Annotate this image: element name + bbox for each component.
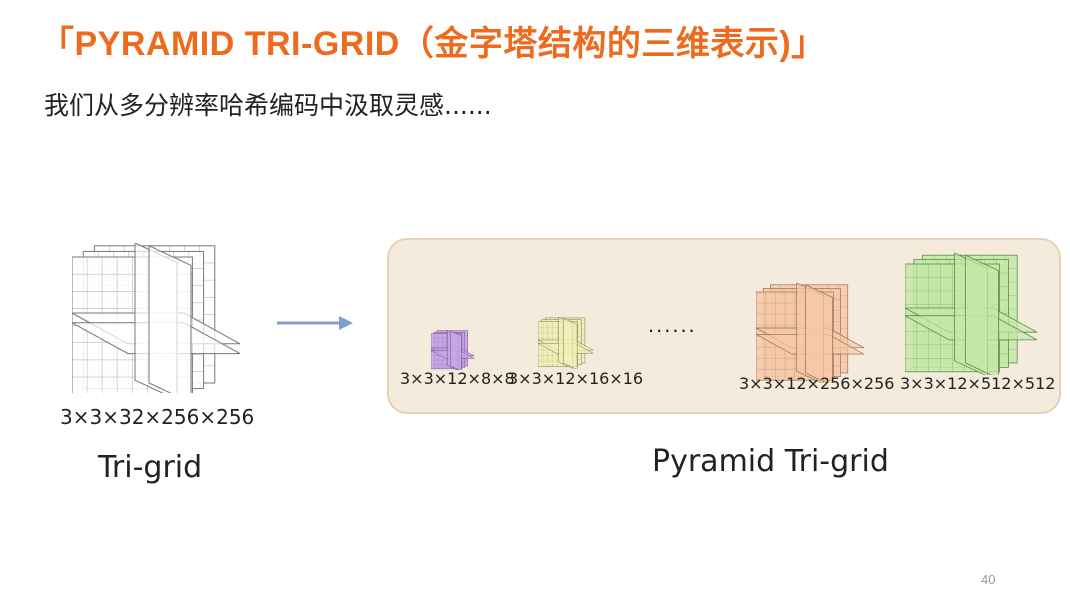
side-plane-2 — [450, 330, 462, 370]
pyramid-level-4-label: 3×3×12×512×512 — [900, 374, 1056, 393]
tri-grid-name: Tri-grid — [98, 450, 203, 485]
pyramid-level-3-label: 3×3×12×256×256 — [739, 374, 895, 393]
pyramid-level-3-figure — [756, 283, 865, 383]
slide-title: 「PYRAMID TRI-GRID（金字塔结构的三维表示)」 — [40, 25, 826, 63]
side-plane-2 — [805, 284, 833, 383]
side-plane-2 — [148, 245, 192, 393]
arrow-right-icon — [277, 316, 353, 330]
tri-grid-figure — [72, 243, 241, 393]
pyramid-level-2-figure — [538, 317, 594, 369]
ellipsis: ...... — [648, 312, 697, 337]
pyramid-level-2-label: 3×3×12×16×16 — [508, 369, 644, 388]
slide-subtitle: 我们从多分辨率哈希编码中汲取灵感...... — [44, 91, 492, 120]
side-plane-2 — [563, 317, 578, 369]
page-number: 40 — [981, 572, 996, 587]
side-plane-2 — [965, 254, 999, 375]
pyramid-level-1-figure — [431, 330, 475, 370]
pyramid-tri-grid-name: Pyramid Tri-grid — [652, 444, 889, 479]
tri-grid-dims-label: 3×3×32×256×256 — [60, 405, 255, 429]
pyramid-level-1-label: 3×3×12×8×8 — [400, 369, 515, 388]
pyramid-level-4-figure — [905, 253, 1038, 375]
